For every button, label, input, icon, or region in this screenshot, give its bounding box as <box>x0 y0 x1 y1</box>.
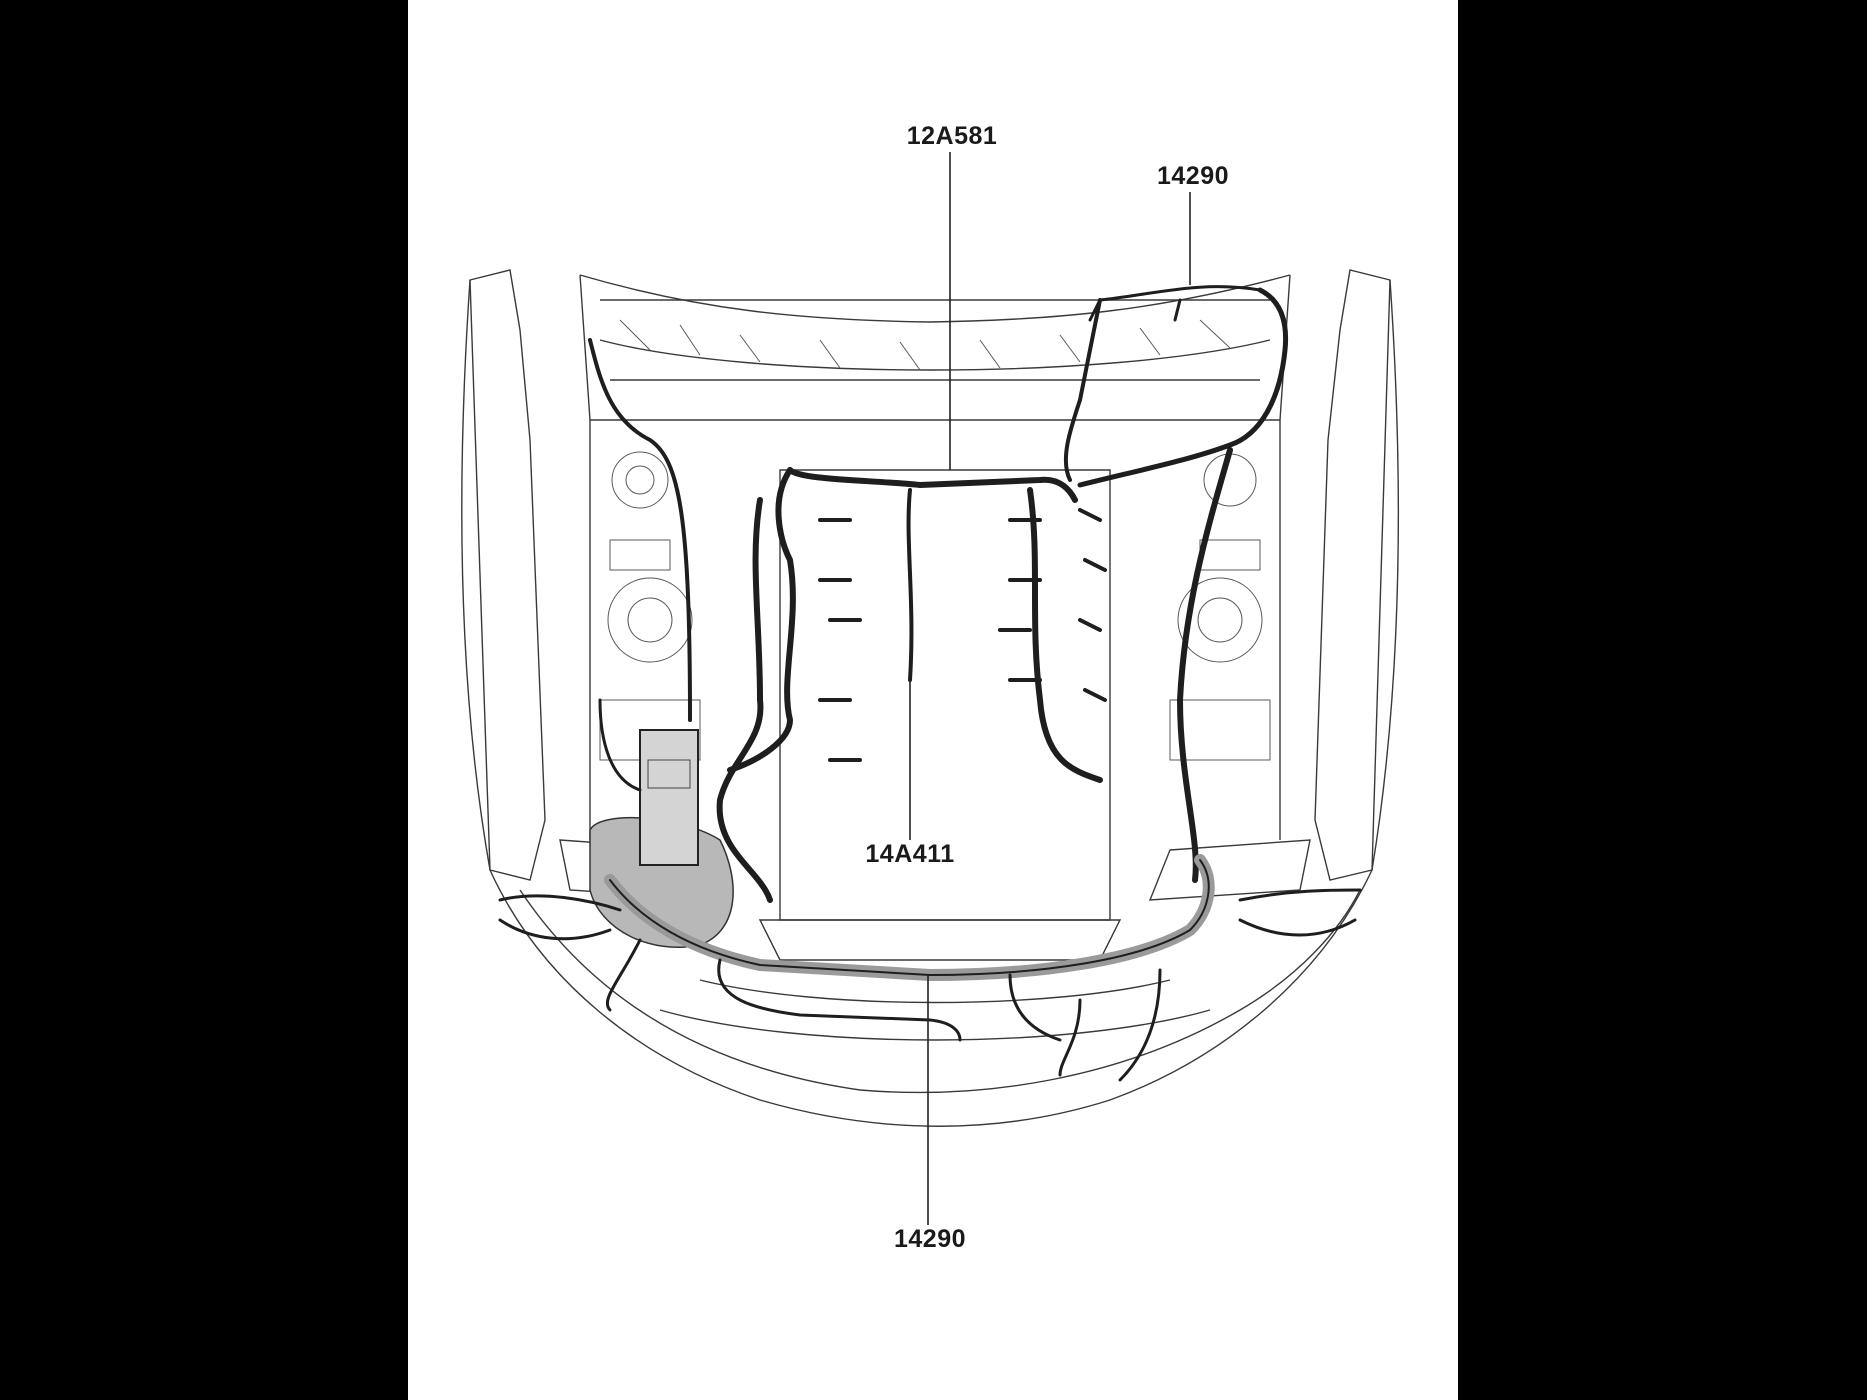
leader-lines <box>909 152 1191 1225</box>
callout-14A411: 14A411 <box>865 840 955 868</box>
callout-14290-bottom: 14290 <box>893 1225 967 1253</box>
callout-14290-top: 14290 <box>1156 162 1230 190</box>
vehicle-body-outline <box>461 269 1399 1127</box>
fuse-box <box>589 729 734 948</box>
diagram-panel <box>408 0 1458 1400</box>
callout-12A581: 12A581 <box>906 122 998 150</box>
front-structure-detail <box>599 319 1271 761</box>
wiring-harness <box>498 285 1362 1082</box>
